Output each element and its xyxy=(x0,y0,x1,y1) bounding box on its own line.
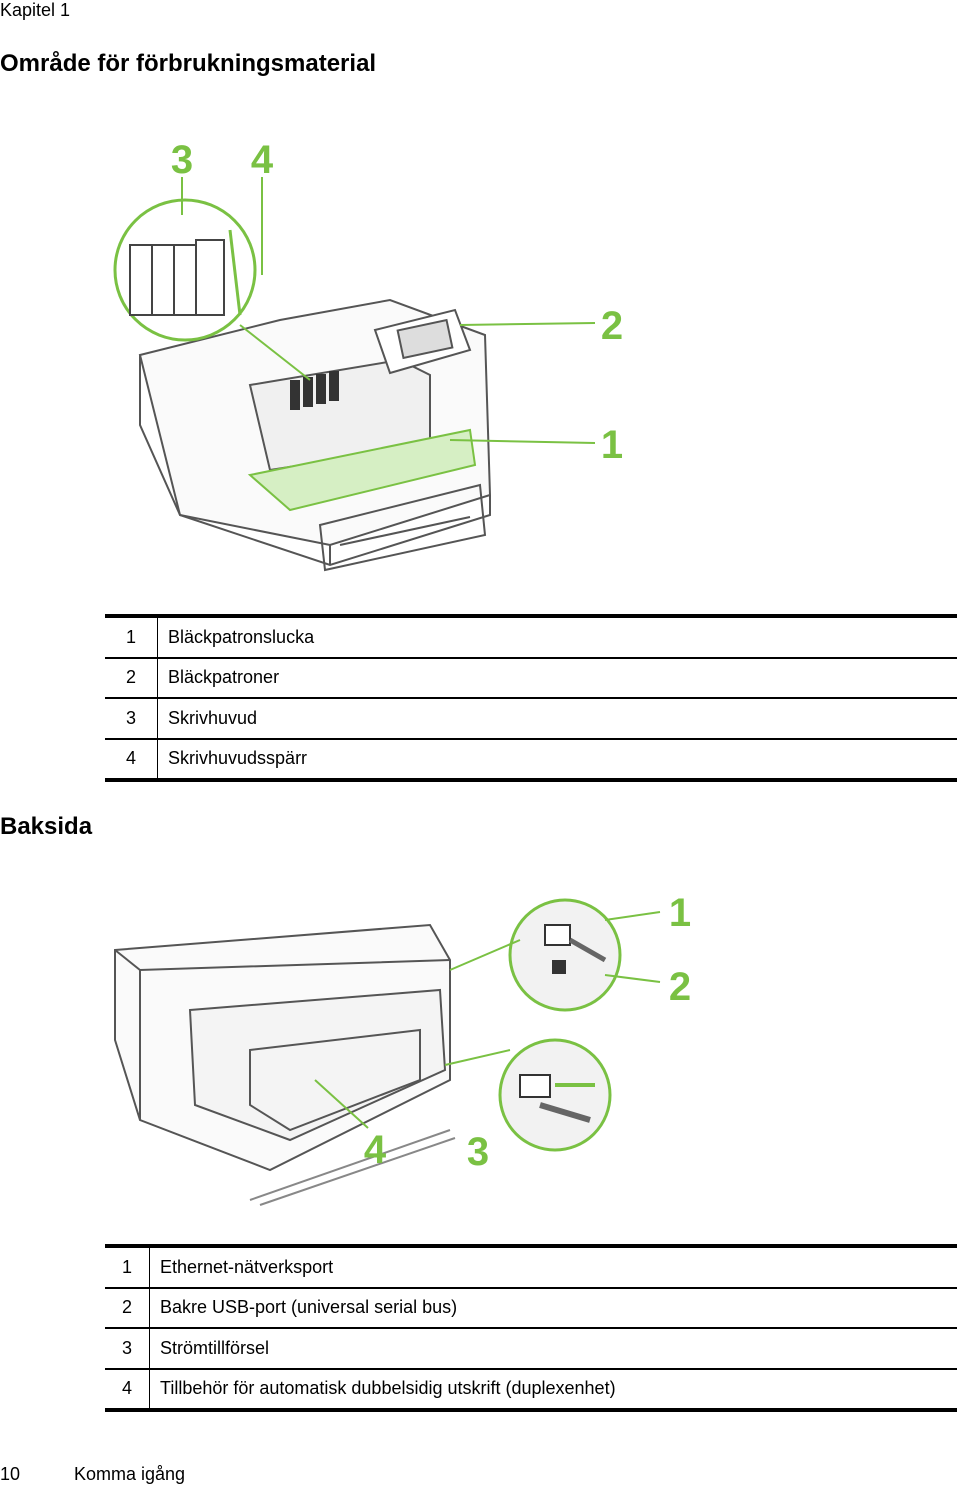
callout-4: 4 xyxy=(251,138,274,182)
footer-section: Komma igång xyxy=(74,1464,186,1484)
printer-back-illustration: 1 2 3 4 xyxy=(114,891,691,1206)
callout-2: 2 xyxy=(669,965,691,1009)
callout-4: 4 xyxy=(364,1128,387,1172)
section-title-supplies: Område för förbrukningsmaterial xyxy=(0,50,377,77)
printer-front-illustration: 3 4 2 1 xyxy=(113,138,623,572)
page-number: 10 xyxy=(0,1464,21,1484)
callout-1: 1 xyxy=(601,423,623,467)
callout-3: 3 xyxy=(467,1130,489,1174)
section-title-back: Baksida xyxy=(0,813,93,840)
callout-3: 3 xyxy=(171,138,193,182)
callout-1: 1 xyxy=(669,891,691,935)
callout-2: 2 xyxy=(601,304,623,348)
chapter-label: Kapitel 1 xyxy=(0,0,71,20)
